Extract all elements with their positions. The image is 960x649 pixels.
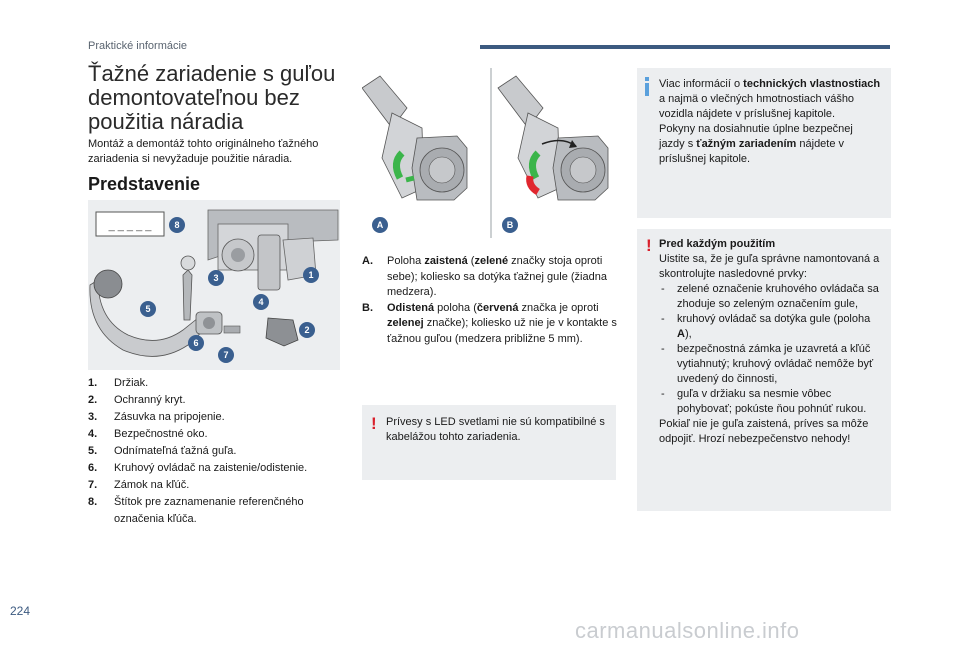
list-item: 6.Kruhový ovládač na zaistenie/odistenie…	[88, 462, 308, 474]
callout-6: 6	[188, 335, 204, 351]
svg-text:2: 2	[304, 325, 309, 335]
header-rule	[480, 45, 890, 49]
warning-icon: !	[646, 236, 652, 255]
list-item: guľa v držiaku sa nesmie vôbec pohybovať…	[659, 387, 883, 417]
led-warning-box: ! Prívesy s LED svetlami nie sú kompatib…	[362, 405, 616, 480]
svg-text:5: 5	[145, 304, 150, 314]
list-item: zelené označenie kruhového ovládača sa z…	[659, 282, 883, 312]
towbar-overview-figure: _ _ _ _ _ 8 3 1 5 4 2 6 7	[88, 200, 340, 370]
list-item: kruhový ovládač sa dotýka gule (poloha A…	[659, 312, 883, 342]
list-item: 7.Zámok na kľúč.	[88, 479, 190, 491]
info-icon	[645, 77, 649, 96]
position-a-illustration: A	[361, 75, 468, 233]
callout-5: 5	[140, 301, 156, 317]
watermark: carmanualsonline.info	[575, 618, 800, 643]
svg-text:4: 4	[258, 297, 263, 307]
lock-positions-figure: A B	[361, 68, 617, 238]
label-b: B	[507, 220, 514, 230]
callout-2: 2	[299, 322, 315, 338]
list-item: 3.Zásuvka na pripojenie.	[88, 411, 225, 423]
callout-4: 4	[253, 294, 269, 310]
svg-text:6: 6	[193, 338, 198, 348]
position-descriptions: A.Poloha zaistená (zelené značky stoja o…	[362, 254, 617, 347]
section-heading: Predstavenie	[88, 174, 201, 194]
position-b-illustration: B	[497, 75, 609, 233]
list-item: 5.Odnímateľná ťažná guľa.	[88, 445, 237, 457]
list-item: 2.Ochranný kryt.	[88, 394, 186, 406]
page-number: 224	[10, 604, 31, 618]
running-header: Praktické informácie	[88, 40, 188, 52]
svg-text:8: 8	[174, 220, 179, 230]
list-item: 1.Držiak.	[88, 377, 149, 389]
warning-icon: !	[371, 414, 377, 433]
svg-text:7: 7	[223, 350, 228, 360]
parts-list: 1.Držiak. 2.Ochranný kryt. 3.Zásuvka na …	[88, 375, 348, 528]
list-item: bezpečnostná zámka je uzavretá a kľúč vy…	[659, 342, 883, 387]
led-warning-text: Prívesy s LED svetlami nie sú kompatibil…	[386, 416, 605, 443]
callout-1: 1	[303, 267, 319, 283]
check-title: Pred každým použitím	[659, 238, 776, 250]
check-outro: Pokiaľ nie je guľa zaistená, príves sa m…	[659, 418, 869, 445]
list-item: 4.Bezpečnostné oko.	[88, 428, 208, 440]
info-text-2: Pokyny na dosiahnutie úplne bezpečnej ja…	[659, 123, 853, 165]
intro-text: Montáž a demontáž tohto originálneho ťaž…	[88, 138, 319, 165]
position-a-text: A.Poloha zaistená (zelené značky stoja o…	[362, 255, 607, 298]
check-intro: Uistite sa, že je guľa správne namontova…	[659, 253, 880, 280]
pre-use-check-box: ! Pred každým použitím Uistite sa, že je…	[637, 229, 891, 511]
callout-3: 3	[208, 270, 224, 286]
callout-8: 8	[169, 217, 185, 233]
info-text-1: Viac informácií o technických vlastnosti…	[659, 78, 881, 120]
plate-text: _ _ _ _ _	[108, 220, 153, 232]
check-list: zelené označenie kruhového ovládača sa z…	[659, 282, 883, 417]
callout-7: 7	[218, 347, 234, 363]
label-a: A	[377, 220, 384, 230]
svg-text:1: 1	[308, 270, 313, 280]
position-b-text: B.Odistená poloha (červená značka je opr…	[362, 301, 617, 345]
page-title: Ťažné zariadenie s guľou demontovateľnou…	[88, 61, 336, 134]
info-box: Viac informácií o technických vlastnosti…	[637, 68, 891, 218]
list-item: 8.Štítok pre zaznamenanie referenčného o…	[88, 496, 304, 525]
svg-text:3: 3	[213, 273, 218, 283]
